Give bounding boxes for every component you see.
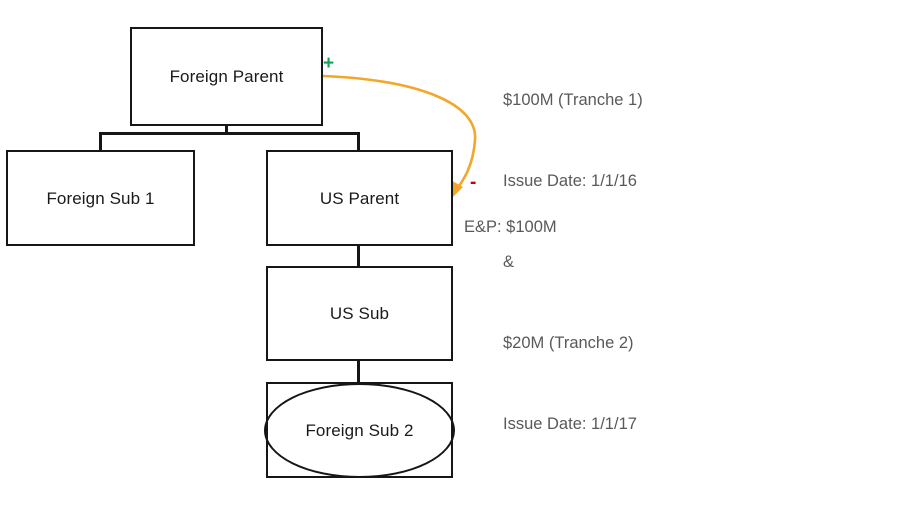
plus-sign-icon: + [323, 53, 335, 74]
note-terms-annotation: $100M (Tranche 1) Issue Date: 1/1/16 & $… [503, 33, 643, 492]
note-term-line-3: & [503, 253, 515, 271]
note-term-line-4: $20M (Tranche 2) [503, 334, 634, 352]
node-foreign-parent[interactable]: Foreign Parent [130, 27, 323, 126]
note-term-line-5: Issue Date: 1/1/17 [503, 415, 637, 433]
note-term-line-1: $100M (Tranche 1) [503, 91, 643, 109]
node-us-parent[interactable]: US Parent [266, 150, 453, 246]
node-label-foreign-sub-1: Foreign Sub 1 [46, 188, 155, 208]
node-label-us-sub: US Sub [329, 304, 390, 323]
node-label-foreign-sub-2: Foreign Sub 2 [305, 421, 414, 440]
node-foreign-sub-2[interactable]: Foreign Sub 2 [264, 383, 455, 478]
earnings-and-profits-annotation: E&P: $100M [464, 218, 557, 236]
note-term-line-2: Issue Date: 1/1/16 [503, 172, 637, 190]
node-label-foreign-parent: Foreign Parent [169, 67, 284, 86]
node-label-us-parent: US Parent [319, 188, 400, 208]
node-foreign-sub-1[interactable]: Foreign Sub 1 [6, 150, 195, 246]
minus-sign-icon: - [470, 172, 477, 193]
node-us-sub[interactable]: US Sub [266, 266, 453, 361]
